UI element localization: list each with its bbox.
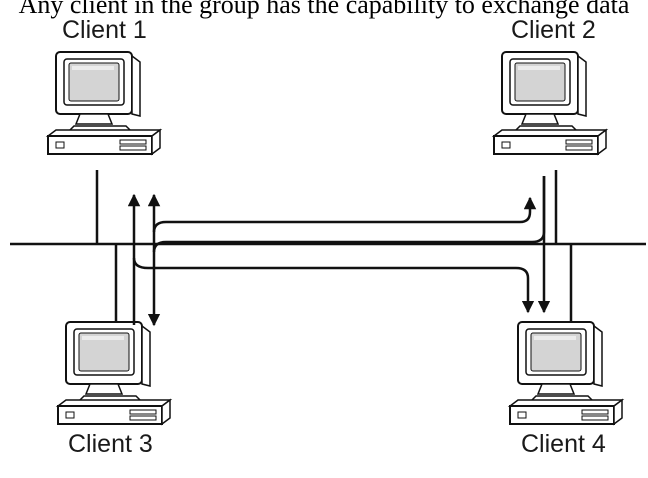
client-3-label: Client 3 <box>68 430 153 458</box>
client-1-computer-icon <box>47 51 161 155</box>
path-upper-loop <box>152 176 546 253</box>
client-1-label: Client 1 <box>62 16 147 44</box>
path-client-1-to-client-2 <box>152 196 537 233</box>
client-2-computer-icon <box>493 51 607 155</box>
client-3-computer-icon <box>57 321 171 425</box>
diagram-caption: Any client in the group has the capabili… <box>18 0 630 19</box>
client-4-label: Client 4 <box>521 430 606 458</box>
client-2-label: Client 2 <box>511 16 596 44</box>
path-client-3-to-client-4 <box>132 257 535 314</box>
client-4-computer-icon <box>509 321 623 425</box>
